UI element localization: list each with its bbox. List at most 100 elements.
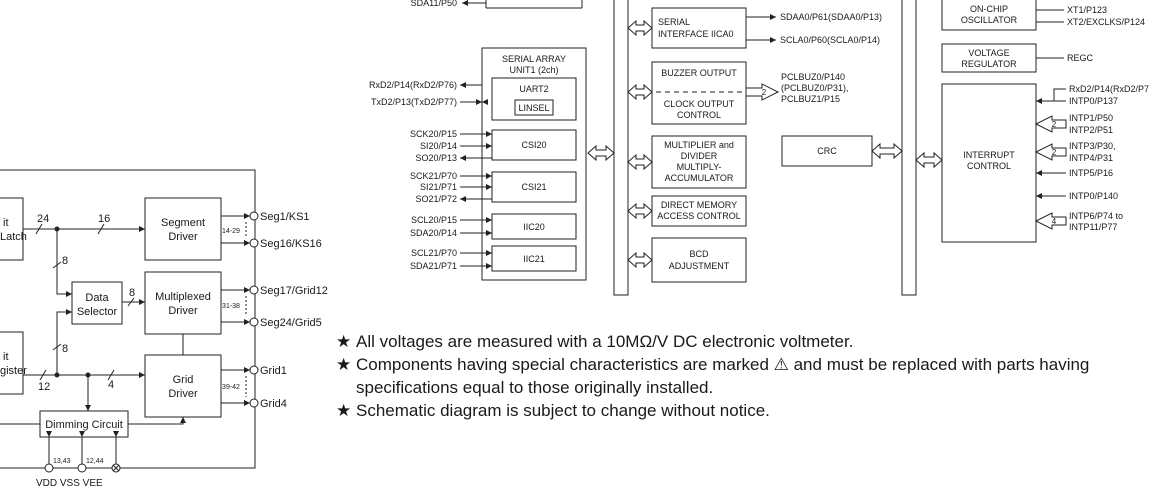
so20-pin: SO20/P13: [415, 153, 457, 163]
note-safety-components: ★ Components having special characterist…: [336, 353, 1136, 399]
latch-box: [0, 197, 24, 261]
multiplexed-driver-label-1: Multiplexed: [155, 291, 211, 303]
pclbuz-pin-2: (PCLBUZ0/P31),: [781, 83, 849, 93]
output-seg16: Seg16/KS16: [260, 238, 322, 250]
register-label-1: it: [3, 351, 9, 363]
csi20-box: [491, 129, 577, 161]
note-subject-to-change-text: Schematic diagram is subject to change w…: [356, 401, 770, 420]
iic21-box: [491, 245, 577, 272]
si21-pin: SI21/P71: [420, 182, 457, 192]
clock-output-label-2: CONTROL: [677, 110, 721, 120]
latch-label-1: it: [3, 217, 9, 229]
uart2-label: UART2: [519, 84, 548, 94]
si20-pin: SI20/P14: [420, 141, 457, 151]
star-icon: ★: [336, 332, 352, 351]
csi21-label: CSI21: [521, 182, 546, 192]
iic21-label: IIC21: [523, 254, 545, 264]
dma-label-2: ACCESS CONTROL: [657, 211, 741, 221]
buzzer-output-label: BUZZER OUTPUT: [661, 68, 737, 78]
bus-width-2-intp12: 2: [1052, 120, 1057, 129]
intp4-pin: INTP4/P31: [1069, 153, 1113, 163]
bus-width-16: 16: [98, 213, 110, 225]
intp6-pin: INTP6/P74 to: [1069, 211, 1123, 221]
sda11-pin: SDA11/P50: [411, 0, 457, 8]
star-icon: ★: [336, 401, 352, 420]
segment-driver-box: [144, 197, 222, 261]
bus-width-2-intp34: 2: [1052, 148, 1057, 157]
bcd-box: [651, 237, 747, 283]
sda20-pin: SDA20/P14: [410, 228, 457, 238]
pins-mux-label: 31-38: [222, 303, 240, 310]
iica0-label-1: SERIAL: [658, 17, 690, 27]
mul-label-1: MULTIPLIER and: [664, 140, 734, 150]
intp11-pin: INTP11/P77: [1069, 222, 1117, 232]
iic20-box: [491, 213, 577, 240]
mcu-block-diagram: [460, 0, 1067, 296]
dma-label-1: DIRECT MEMORY: [661, 200, 737, 210]
sda21-pin: SDA21/P71: [410, 261, 457, 271]
star-icon: ★: [336, 355, 352, 374]
segment-driver-label-1: Segment: [161, 217, 205, 229]
register-box: [0, 331, 24, 395]
intc-label-1: INTERRUPT: [963, 150, 1015, 160]
sclaa0-pin: SCLA0/P60(SCLA0/P14): [780, 35, 880, 45]
sau1-title-1: SERIAL ARRAY: [502, 54, 566, 64]
sdaa0-pin: SDAA0/P61(SDAA0/P13): [780, 12, 882, 22]
vreg-label-2: REGULATOR: [961, 59, 1017, 69]
scl21-pin: SCL21/P70: [411, 248, 457, 258]
intp1-pin: INTP1/P50: [1069, 113, 1113, 123]
txd2-pin: TxD2/P13(TxD2/P77): [371, 97, 457, 107]
rxd2-pin: RxD2/P14(RxD2/P76): [369, 80, 457, 90]
rxd2-right-pin: RxD2/P14(RxD2/P7: [1069, 84, 1149, 94]
iic20-label: IIC20: [523, 222, 545, 232]
note-voltmeter-text: All voltages are measured with a 10MΩ/V …: [356, 332, 854, 351]
pclbuz-pin-1: PCLBUZ0/P140: [781, 72, 845, 82]
sck20-pin: SCK20/P15: [410, 129, 457, 139]
data-selector-label-2: Selector: [77, 306, 118, 318]
oscillator-box: [941, 0, 1037, 31]
multiplexed-driver-box: [144, 271, 222, 335]
internal-bus-right: [901, 0, 917, 296]
sau1-title-2: UNIT1 (2ch): [509, 65, 558, 75]
multiplexed-driver-label-2: Driver: [168, 305, 198, 317]
latch-label-2: Latch: [0, 231, 27, 243]
vreg-label-1: VOLTAGE: [968, 48, 1009, 58]
data-selector-label-1: Data: [85, 292, 109, 304]
intp0-140-pin: INTP0/P140: [1069, 191, 1118, 201]
sck21-pin: SCK21/P70: [410, 171, 457, 181]
mul-label-3: MULTIPLY-: [677, 162, 722, 172]
intp0-137-pin: INTP0/P137: [1069, 96, 1118, 106]
mul-label-4: ACCUMULATOR: [665, 173, 734, 183]
register-label-2: gister: [0, 365, 27, 377]
bus-width-2-pclbuz: 2: [762, 88, 767, 97]
grid-driver-label-2: Driver: [168, 388, 198, 400]
grid-driver-box: [144, 354, 222, 418]
uart2-box: [491, 77, 577, 121]
segment-driver-label-2: Driver: [168, 231, 198, 243]
dimming-circuit-label: Dimming Circuit: [45, 419, 123, 431]
interrupt-control-box: [941, 83, 1037, 243]
intp5-pin: INTP5/P16: [1069, 168, 1113, 178]
bus-width-8-selector: 8: [129, 287, 135, 299]
bus-width-8-up: 8: [62, 343, 68, 355]
linsel-label: LINSEL: [518, 103, 549, 113]
data-selector-box: [71, 281, 123, 325]
pins-seg-label: 14-29: [222, 228, 240, 235]
schematic-notes: ★ All voltages are measured with a 10MΩ/…: [336, 330, 1136, 422]
grid-driver-label-1: Grid: [173, 374, 194, 386]
so21-pin: SO21/P72: [415, 194, 457, 204]
csi20-label: CSI20: [521, 140, 546, 150]
output-grid4: Grid4: [260, 398, 287, 410]
serial-iica0-box: [651, 7, 747, 49]
output-seg1: Seg1/KS1: [260, 211, 310, 223]
note-subject-to-change: ★ Schematic diagram is subject to change…: [336, 399, 1136, 422]
regc-pin: REGC: [1067, 53, 1094, 63]
output-seg17: Seg17/Grid12: [260, 285, 328, 297]
bus-width-4: 4: [108, 379, 114, 391]
note-safety-components-text: Components having special characteristic…: [356, 355, 1090, 397]
bcd-label-1: BCD: [689, 249, 709, 259]
power-pins-a: 13,43: [53, 458, 71, 465]
power-pin-names: VDD VSS VEE: [36, 478, 103, 487]
clock-output-label-1: CLOCK OUTPUT: [664, 99, 735, 109]
